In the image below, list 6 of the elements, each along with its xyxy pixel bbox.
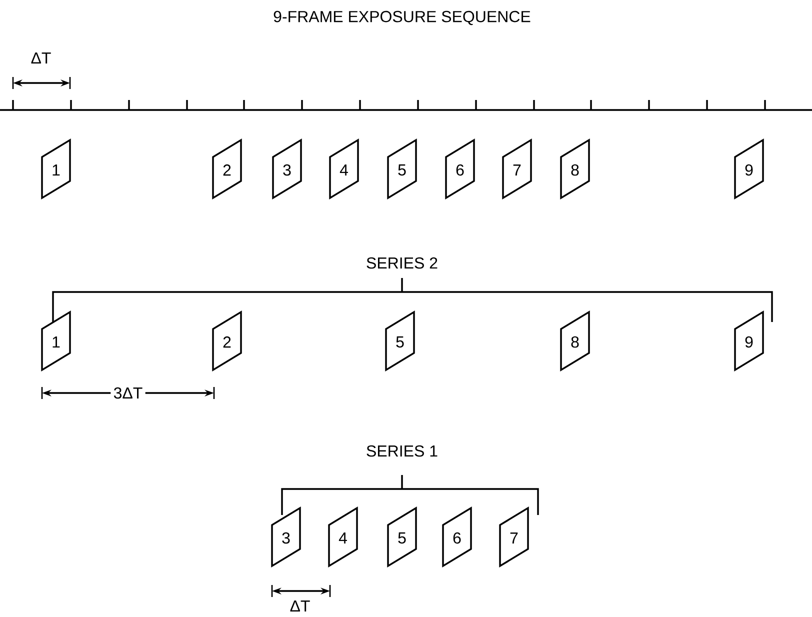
title: 9-FRAME EXPOSURE SEQUENCE [274, 10, 530, 26]
dimension-label: 3ΔT [110, 384, 146, 402]
series-label: SERIES 1 [366, 445, 438, 457]
dimension-label: ΔT [31, 52, 51, 64]
series-label: SERIES 2 [366, 257, 438, 269]
dimension-label: ΔT [290, 600, 310, 612]
